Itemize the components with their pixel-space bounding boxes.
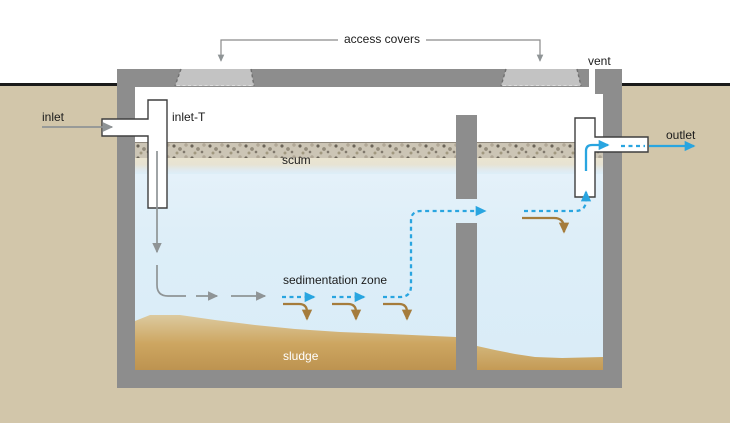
inlet-label: inlet [42,110,65,124]
tank-wall-left [117,69,135,388]
outlet-label: outlet [666,128,696,142]
scum-layer [135,142,603,158]
inlet-t-label: inlet-T [172,110,206,124]
tank-lid [117,69,589,87]
baffle-wall-upper [456,115,477,199]
vent-opening [589,69,595,87]
sedimentation-zone-label: sedimentation zone [283,273,388,287]
vent-label: vent [588,54,611,68]
tank-floor [117,370,622,388]
access-covers-label: access covers [343,32,421,46]
sludge-label: sludge [283,349,319,363]
scum-underlayer [135,157,603,174]
scum-label: scum [282,153,311,167]
baffle-wall-lower [456,223,477,370]
tank-wall-right [603,69,622,388]
